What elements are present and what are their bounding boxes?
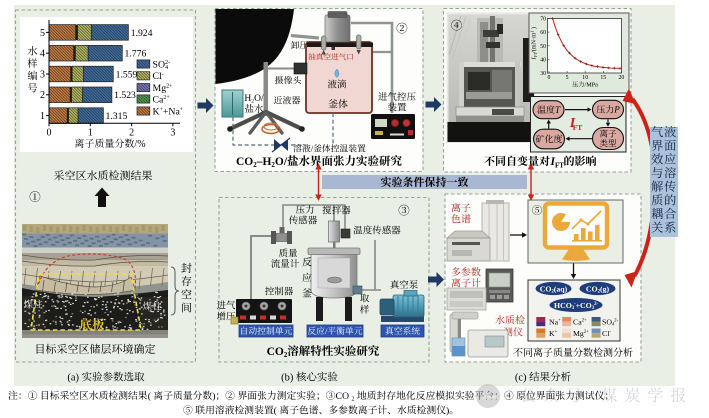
svg-text:1.523: 1.523	[114, 90, 136, 101]
svg-text:%: %	[137, 139, 145, 150]
svg-text:P: P	[613, 105, 620, 115]
svg-text:/: /	[134, 139, 137, 150]
svg-text:2: 2	[253, 162, 257, 169]
svg-text:-: -	[609, 330, 611, 335]
svg-text:4: 4	[40, 49, 45, 60]
svg-text:CO: CO	[540, 284, 552, 293]
svg-text:10: 10	[582, 75, 588, 81]
svg-text:2+: 2+	[582, 319, 587, 324]
svg-text:2: 2	[352, 397, 355, 403]
svg-text:2+: 2+	[166, 84, 173, 90]
svg-text:0: 0	[548, 75, 551, 81]
svg-text:CO: CO	[236, 156, 253, 168]
svg-text:+: +	[180, 107, 184, 113]
svg-text:Cl: Cl	[153, 71, 163, 82]
svg-text:5: 5	[566, 75, 569, 81]
svg-text:–H: –H	[256, 156, 272, 168]
svg-text:50: 50	[540, 44, 546, 50]
svg-text:2: 2	[129, 128, 134, 139]
svg-text:CO: CO	[586, 284, 598, 293]
svg-text:I: I	[569, 116, 576, 131]
svg-text:Ca: Ca	[573, 317, 582, 326]
svg-text:60: 60	[540, 30, 546, 36]
svg-text:2-: 2-	[594, 302, 598, 307]
svg-text:15: 15	[600, 75, 606, 81]
svg-text:1.559: 1.559	[116, 69, 138, 80]
svg-text:(c): (c)	[515, 373, 527, 384]
svg-text:-1: -1	[529, 31, 534, 35]
svg-text:20: 20	[619, 75, 625, 81]
svg-text:2: 2	[598, 290, 601, 295]
svg-text:+: +	[555, 330, 558, 335]
svg-text:+: +	[558, 319, 561, 324]
svg-text:4: 4	[165, 64, 168, 71]
svg-text:SO: SO	[602, 317, 612, 326]
svg-text:2: 2	[271, 162, 275, 169]
svg-text:70: 70	[540, 17, 546, 23]
svg-text:3: 3	[40, 69, 45, 80]
svg-text:FT: FT	[573, 123, 583, 132]
svg-text:/MPa: /MPa	[585, 82, 599, 89]
svg-text:1.924: 1.924	[131, 28, 153, 39]
svg-text:CO: CO	[267, 346, 284, 358]
svg-text:Mg: Mg	[573, 329, 584, 338]
svg-text:+CO: +CO	[576, 301, 592, 310]
svg-text:): )	[212, 391, 215, 402]
svg-text:3: 3	[572, 306, 575, 311]
svg-text:(a): (a)	[67, 373, 79, 384]
svg-text:1.776: 1.776	[125, 49, 147, 60]
svg-text:1: 1	[88, 128, 93, 139]
svg-text:30: 30	[540, 71, 546, 77]
svg-text:O/: O/	[275, 156, 288, 168]
svg-text:2: 2	[552, 290, 555, 295]
svg-text:1: 1	[40, 111, 45, 122]
svg-text:FT: FT	[533, 52, 538, 57]
svg-text:-: -	[574, 302, 576, 307]
svg-text:3: 3	[170, 128, 175, 139]
svg-text:2: 2	[284, 352, 288, 359]
svg-text:2+: 2+	[163, 95, 170, 101]
svg-text:Mg: Mg	[153, 83, 167, 94]
svg-text:+: +	[160, 107, 164, 113]
svg-text:(b): (b)	[281, 373, 294, 384]
svg-text:4: 4	[612, 323, 615, 328]
svg-text:5: 5	[40, 28, 45, 39]
svg-text:0: 0	[47, 128, 52, 139]
svg-text:CO: CO	[336, 391, 350, 402]
svg-text:(g): (g)	[600, 284, 609, 293]
svg-text:3: 3	[592, 306, 595, 311]
svg-text:/: /	[325, 326, 328, 336]
svg-text:I: I	[550, 156, 556, 168]
svg-text:HCO: HCO	[554, 301, 572, 310]
svg-text:1.315: 1.315	[106, 111, 128, 122]
svg-text:FT: FT	[555, 161, 564, 169]
svg-text:I: I	[531, 57, 538, 61]
svg-text:2+: 2+	[584, 330, 589, 335]
svg-text:Ca: Ca	[153, 94, 165, 105]
svg-text:(: (	[148, 391, 151, 402]
svg-text:-: -	[162, 72, 164, 78]
svg-text:/(mN·m: /(mN·m	[531, 33, 538, 53]
svg-text:SO: SO	[153, 59, 166, 70]
svg-text:): )	[446, 406, 449, 417]
svg-text:K: K	[153, 106, 160, 117]
svg-text:/: /	[311, 144, 314, 154]
svg-text:2: 2	[251, 99, 254, 105]
svg-text:H: H	[244, 94, 251, 104]
svg-text:(aq): (aq)	[554, 284, 568, 293]
svg-text:T: T	[555, 105, 561, 115]
svg-text:Na: Na	[549, 317, 559, 326]
svg-text:K: K	[549, 329, 555, 338]
svg-text:): )	[531, 27, 538, 29]
svg-text:+Na: +Na	[163, 106, 181, 117]
svg-text:40: 40	[540, 57, 546, 63]
svg-text:·: ·	[589, 388, 594, 405]
svg-text:2-: 2-	[614, 319, 618, 324]
svg-text:O/: O/	[254, 94, 264, 104]
svg-text:Cl: Cl	[602, 329, 610, 338]
svg-text:2-: 2-	[165, 59, 170, 66]
svg-text:2: 2	[40, 90, 45, 101]
svg-text:(: (	[274, 406, 277, 417]
